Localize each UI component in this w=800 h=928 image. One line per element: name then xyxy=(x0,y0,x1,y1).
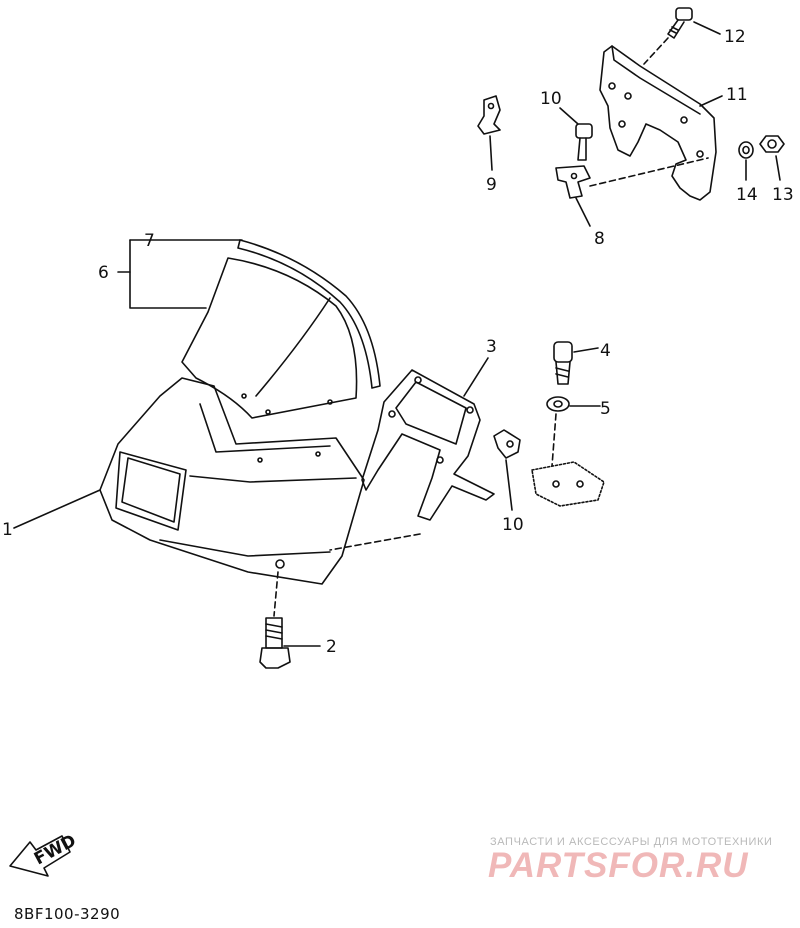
callout-12: 12 xyxy=(724,27,746,47)
callout-1: 1 xyxy=(2,520,13,540)
callout-13: 13 xyxy=(772,185,794,205)
callout-11: 11 xyxy=(726,85,748,105)
part-13-nut xyxy=(759,135,785,153)
callout-5: 5 xyxy=(600,399,611,419)
part-5-grommet xyxy=(546,396,570,412)
callout-6: 6 xyxy=(98,263,109,283)
watermark-tagline: ЗАПЧАСТИ И АКСЕССУАРЫ ДЛЯ МОТОТЕХНИКИ xyxy=(490,836,773,848)
part-10-bolt-lower xyxy=(493,429,521,459)
mount-area xyxy=(531,461,605,507)
callout-10-upper: 10 xyxy=(540,89,562,109)
part-9-clamp xyxy=(477,95,501,135)
part-6-windscreen xyxy=(181,257,358,419)
part-2-bolt xyxy=(259,617,291,669)
callout-9: 9 xyxy=(486,175,497,195)
part-8-clip xyxy=(555,165,591,199)
callout-10-lower: 10 xyxy=(502,515,524,535)
part-12-bolt xyxy=(667,7,693,39)
callout-2: 2 xyxy=(326,637,337,657)
fwd-arrow-icon xyxy=(9,835,71,877)
callout-3: 3 xyxy=(486,337,497,357)
callout-4: 4 xyxy=(600,341,611,361)
drawing-code: 8BF100-3290 xyxy=(14,905,121,923)
callout-14: 14 xyxy=(736,185,758,205)
part-14-washer xyxy=(738,141,754,159)
part-10-bolt-upper xyxy=(575,123,593,161)
part-11-bracket xyxy=(599,45,717,201)
fwd-label: FWD xyxy=(31,831,80,870)
part-1-fairing xyxy=(99,377,365,585)
part-3-stay xyxy=(361,369,495,521)
watermark-brand: PARTSFOR.RU xyxy=(488,846,749,885)
part-4-bolt xyxy=(553,341,573,385)
callout-8: 8 xyxy=(594,229,605,249)
part-7-trim xyxy=(237,239,381,389)
callout-7: 7 xyxy=(144,231,155,251)
